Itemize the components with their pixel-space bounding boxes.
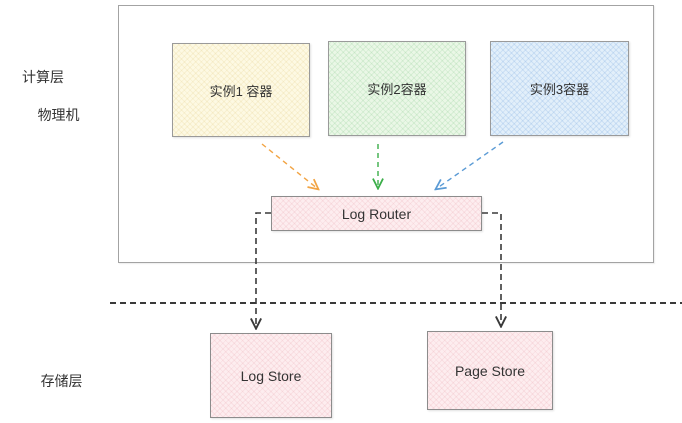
node-log-router-label: Log Router <box>341 205 412 222</box>
storage-layer-label: 存储层 <box>25 353 83 410</box>
node-instance3-label: 实例3容器 <box>529 82 590 97</box>
node-log-store: Log Store <box>210 333 332 418</box>
compute-layer-label-line2: 物理机 <box>37 107 80 123</box>
node-instance2-container: 实例2容器 <box>328 41 466 136</box>
node-instance3-container: 实例3容器 <box>490 41 629 136</box>
node-instance1-label: 实例1 容器 <box>209 83 273 99</box>
node-log-router: Log Router <box>271 196 482 231</box>
compute-layer-label-line1: 计算层 <box>22 69 64 85</box>
compute-layer-label: 计算层 物理机 <box>22 68 80 144</box>
node-instance1-container: 实例1 容器 <box>172 43 310 137</box>
node-page-store-label: Page Store <box>454 362 526 379</box>
node-page-store: Page Store <box>427 331 553 410</box>
node-instance2-label: 实例2容器 <box>367 82 427 97</box>
storage-layer-label-text: 存储层 <box>40 373 83 389</box>
node-log-store-label: Log Store <box>240 367 302 384</box>
